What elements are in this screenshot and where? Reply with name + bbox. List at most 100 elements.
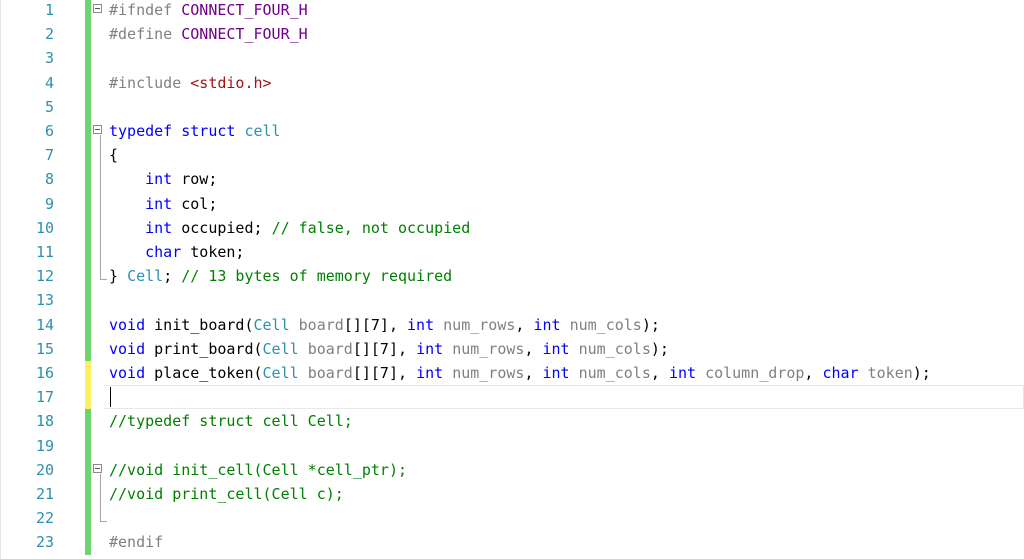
code-line[interactable]: 18//typedef struct cell Cell; [0, 409, 1024, 434]
code-token: void [109, 315, 146, 334]
code-line[interactable]: 9 int col; [0, 191, 1024, 216]
code-text[interactable]: //typedef struct cell Cell; [109, 409, 353, 433]
code-token: , [524, 339, 543, 358]
code-token: board [307, 339, 353, 358]
code-token [570, 340, 579, 358]
code-token [109, 219, 145, 237]
code-token: #include [109, 73, 191, 92]
code-text[interactable]: { [109, 143, 118, 167]
line-number: 13 [35, 291, 54, 310]
code-token [109, 195, 145, 213]
code-token: num_rows [452, 364, 525, 382]
code-token: #ifndef [109, 1, 182, 19]
collapse-icon[interactable] [93, 125, 102, 134]
code-token: num_rows [452, 339, 525, 358]
code-text[interactable]: void init_board(Cell board[][7], int num… [109, 313, 660, 337]
current-line-highlight [104, 385, 1024, 410]
code-text[interactable]: //void print_cell(Cell c); [109, 482, 344, 506]
code-token: cell [244, 122, 281, 140]
text-caret [110, 387, 111, 408]
code-line[interactable]: 2 #define CONNECT_FOUR_H [0, 22, 1024, 47]
code-text[interactable]: void print_board(Cell board[][7], int nu… [109, 337, 669, 361]
code-text[interactable]: int occupied; // false, not occupied [109, 216, 470, 240]
code-token: place_token( [145, 364, 263, 382]
code-token: [][7], [352, 364, 417, 382]
code-token: ); [912, 364, 931, 382]
code-token: #define [109, 25, 182, 44]
code-token [561, 316, 570, 334]
line-number: 8 [44, 170, 54, 189]
code-text[interactable]: } Cell; // 13 bytes of memory required [109, 264, 452, 288]
line-number: 3 [44, 49, 54, 68]
code-line[interactable]: 1#ifndef CONNECT_FOUR_H [0, 0, 1024, 23]
code-text[interactable]: void place_token(Cell board[][7], int nu… [109, 361, 931, 385]
line-number: 12 [35, 267, 54, 286]
code-token: char [145, 243, 182, 261]
code-token: int [145, 170, 173, 189]
code-line[interactable]: 12 } Cell; // 13 bytes of memory required [0, 264, 1024, 289]
line-number: 20 [35, 460, 54, 479]
code-token: int [668, 364, 697, 382]
code-token [443, 364, 452, 382]
code-token [172, 122, 181, 140]
code-text[interactable]: #include <stdio.h> [109, 71, 272, 95]
fold-guide-end [100, 521, 107, 523]
code-token: ); [650, 339, 669, 358]
code-token: num_cols [578, 339, 651, 358]
code-text[interactable]: int row; [109, 167, 217, 191]
saved-change-marker [85, 70, 91, 95]
code-text[interactable]: int col; [109, 192, 217, 216]
code-token: } [109, 267, 128, 286]
saved-change-marker [85, 409, 91, 434]
code-token: <stdio.h> [190, 73, 272, 92]
saved-change-marker [85, 215, 91, 240]
code-token [290, 316, 299, 334]
code-line[interactable]: 13 [0, 288, 1024, 313]
line-number: 2 [44, 25, 54, 44]
code-token: typedef [109, 122, 173, 140]
code-line[interactable]: 14 void init_board(Cell board[][7], int n… [0, 312, 1024, 337]
code-text[interactable]: typedef struct cell [109, 119, 281, 143]
code-text[interactable]: #ifndef CONNECT_FOUR_H [109, 0, 308, 22]
code-line[interactable]: 11 char token; [0, 240, 1024, 265]
line-number: 5 [44, 97, 54, 116]
code-token: [][7], [343, 315, 408, 334]
code-token: col; [172, 194, 218, 213]
code-text[interactable]: //void init_cell(Cell *cell_ptr); [109, 458, 407, 482]
collapse-icon[interactable] [93, 463, 102, 473]
collapse-icon[interactable] [93, 4, 102, 13]
line-number: 23 [35, 533, 54, 552]
unsaved-change-marker [85, 361, 91, 386]
code-line[interactable]: 7{ [0, 143, 1024, 168]
code-line[interactable]: 10 int occupied; // false, not occupied [0, 215, 1024, 240]
saved-change-marker [85, 457, 91, 482]
saved-change-marker [85, 191, 91, 216]
code-token: void [109, 339, 146, 358]
code-token: ); [641, 315, 660, 334]
code-line[interactable]: 8 int row; [0, 167, 1024, 192]
code-line[interactable]: 4#include <stdio.h> [0, 70, 1024, 95]
line-number: 7 [44, 146, 54, 165]
code-token [443, 340, 452, 358]
code-line[interactable]: 19 [0, 433, 1024, 458]
code-token: CONNECT_FOUR_H [181, 25, 308, 44]
code-line[interactable]: 22 [0, 506, 1024, 531]
line-number: 14 [35, 315, 54, 334]
code-line[interactable]: 23 #endif [0, 530, 1024, 555]
code-line[interactable]: 3 [0, 46, 1024, 71]
code-text[interactable]: #endif [109, 530, 163, 554]
code-line[interactable]: 17 [0, 385, 1024, 410]
code-token: int [542, 339, 570, 358]
code-line[interactable]: 20 //void init_cell(Cell *cell_ptr); [0, 457, 1024, 482]
code-text[interactable]: #define CONNECT_FOUR_H [109, 22, 308, 46]
code-token [109, 170, 145, 188]
line-number: 10 [35, 218, 54, 237]
code-text[interactable]: char token; [109, 240, 244, 264]
code-line[interactable]: 21//void print_cell(Cell c); [0, 482, 1024, 507]
code-line[interactable]: 5 [0, 94, 1024, 119]
line-number: 22 [35, 509, 54, 528]
